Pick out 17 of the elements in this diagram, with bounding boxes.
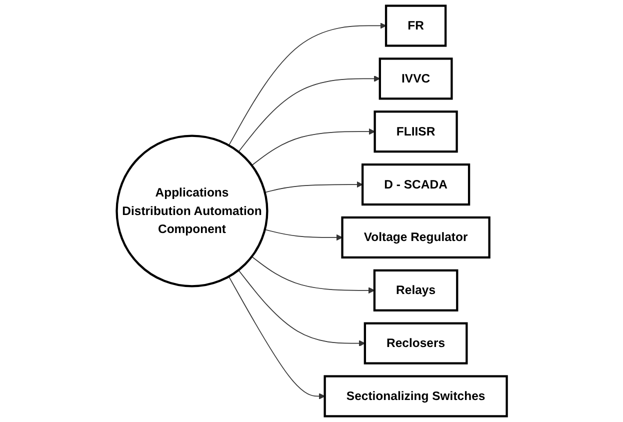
node-box: Relays: [373, 269, 458, 312]
node-circle: Applications Distribution Automation Component: [115, 134, 268, 288]
node-box: IVVC: [378, 58, 452, 100]
arrow: [251, 256, 374, 294]
node-box: Voltage Regulator: [340, 216, 490, 259]
arrow: [251, 128, 375, 166]
arrow: [228, 276, 325, 400]
arrow: [264, 229, 342, 241]
node-box: Reclosers: [364, 322, 468, 364]
arrow: [238, 76, 380, 152]
arrow: [238, 270, 365, 346]
node-box: FR: [384, 4, 446, 47]
node-box: FLIISR: [373, 110, 458, 153]
node-box: D - SCADA: [361, 163, 470, 206]
arrow: [264, 181, 363, 193]
arrow: [228, 22, 386, 146]
node-box: Sectionalizing Switches: [323, 375, 508, 418]
